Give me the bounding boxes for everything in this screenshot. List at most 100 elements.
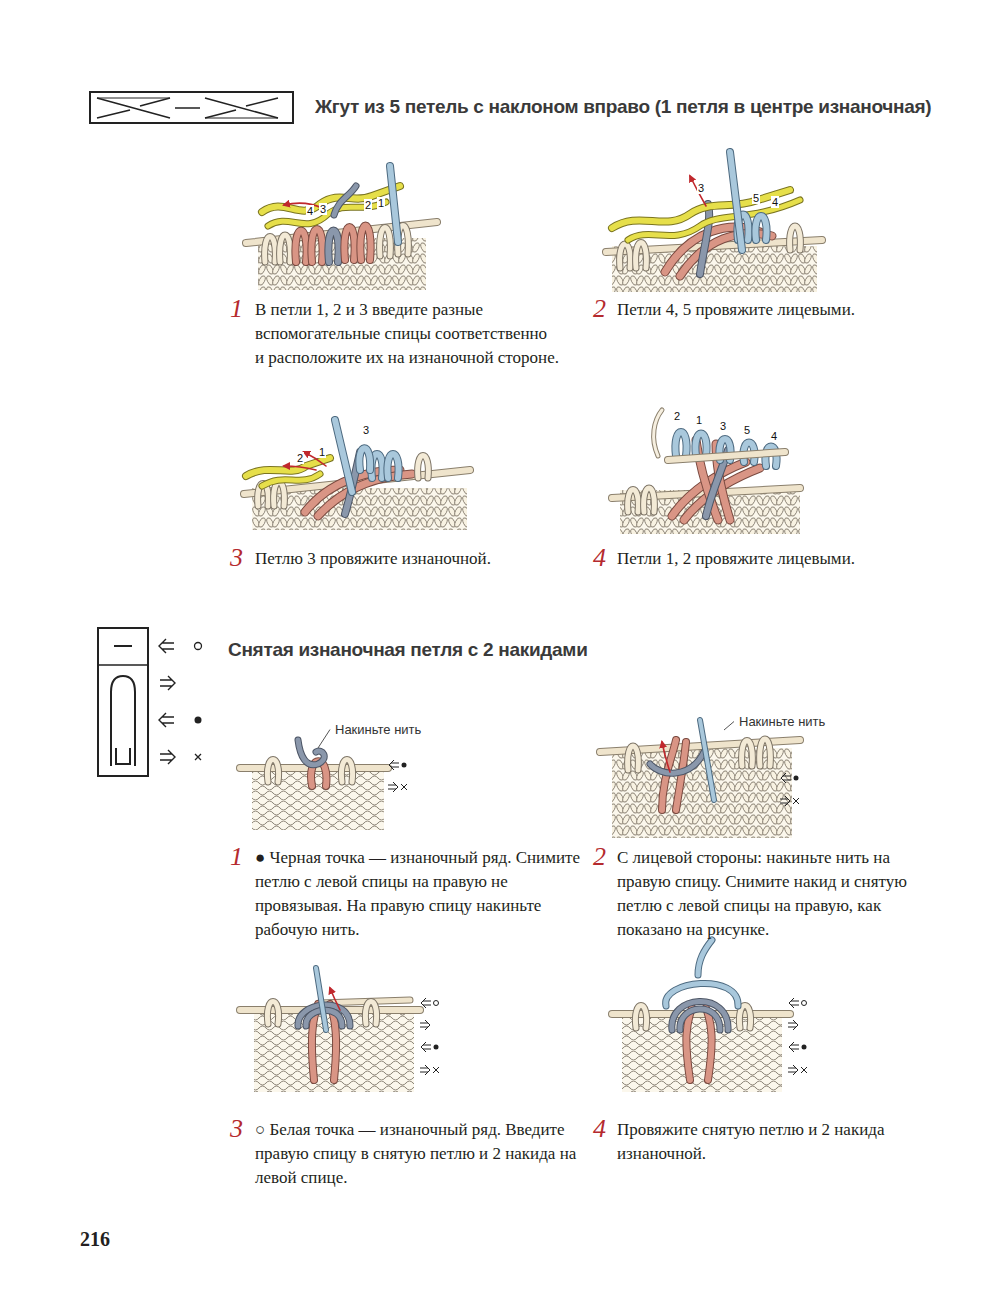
knitting-illustration-part-part bbox=[666, 983, 738, 1006]
knitting-illustration-part-part bbox=[654, 410, 662, 456]
knitting-illustration-part bbox=[388, 782, 398, 792]
knitting-illustration-part-part bbox=[730, 152, 742, 250]
knitting-illustration-part bbox=[434, 1045, 439, 1050]
knitting-illustration-part-part bbox=[672, 1001, 728, 1030]
knitting-illustration-part-part bbox=[316, 968, 326, 1030]
knitting-illustration-part-part bbox=[742, 741, 753, 767]
knitting-illustration-part-part bbox=[644, 488, 655, 512]
knitting-illustration-part-part bbox=[341, 760, 352, 783]
knitting-illustration bbox=[244, 420, 470, 530]
knitting-illustration-part-part bbox=[311, 229, 322, 262]
knitting-illustration-part-part bbox=[700, 720, 714, 800]
knitting-illustration-part-part bbox=[284, 466, 316, 470]
knitting-illustration-part-part bbox=[262, 474, 320, 486]
knitting-illustration-part-part bbox=[335, 420, 352, 492]
callout-number: 3 bbox=[362, 424, 370, 436]
callout-number: 1 bbox=[318, 446, 326, 458]
callout-number: 1 bbox=[377, 197, 385, 209]
knitting-illustration-part-part bbox=[262, 474, 320, 486]
step-number: 1 bbox=[230, 844, 243, 870]
knitting-illustration-part-part bbox=[650, 752, 704, 773]
callout-number: 1 bbox=[695, 414, 703, 426]
instruction-text: В петли 1, 2 и 3 введите разные вспомога… bbox=[255, 298, 560, 370]
leader-line bbox=[318, 730, 330, 749]
knitting-illustration-part-part bbox=[700, 204, 709, 274]
knitting-illustration-part bbox=[434, 1001, 439, 1006]
knitting-illustration-part bbox=[421, 998, 431, 1008]
callout-number: 5 bbox=[743, 424, 751, 436]
knitting-illustration-part-part bbox=[680, 1009, 720, 1030]
knitting-illustration-part-part bbox=[620, 244, 631, 268]
knitting-illustration-part-part bbox=[700, 720, 714, 800]
knitting-illustration-part-part bbox=[359, 448, 370, 470]
knitting-illustration-part-part bbox=[418, 456, 429, 479]
knitting-illustration-part bbox=[628, 720, 771, 810]
knitting-illustration-part bbox=[780, 796, 790, 806]
section-heading: Жгут из 5 петель с наклоном вправо (1 пе… bbox=[315, 95, 931, 119]
knitting-illustration bbox=[612, 940, 807, 1092]
knitting-illustration-part-part bbox=[359, 448, 370, 470]
knitting-illustration-part bbox=[420, 1065, 430, 1075]
knitting-illustration-part-part bbox=[755, 216, 766, 240]
knitting-illustration-part bbox=[433, 1067, 439, 1073]
knitting-illustration-part-part bbox=[668, 452, 785, 460]
instruction-text: С лицевой стороны: накиньте нить на прав… bbox=[617, 846, 907, 942]
knitting-illustration bbox=[246, 166, 437, 290]
knitting-illustration-part-part bbox=[344, 227, 354, 260]
knitting-illustration bbox=[606, 152, 822, 292]
knitting-illustration-part bbox=[789, 998, 799, 1008]
callout-number: 3 bbox=[319, 203, 327, 215]
knitting-illustration-part-part bbox=[274, 482, 285, 506]
knitting-illustration-part bbox=[788, 1065, 798, 1075]
knitting-illustration-part-part bbox=[265, 237, 276, 263]
callout-number: 2 bbox=[364, 199, 372, 211]
knitting-illustration-part-part bbox=[706, 1008, 712, 1080]
step-number: 4 bbox=[593, 1116, 606, 1142]
knitting-illustration-part-part bbox=[311, 229, 322, 262]
instruction-text: ○ Белая точка — изнаночный ряд. Введите … bbox=[255, 1118, 590, 1190]
cable-chart-symbol bbox=[90, 92, 293, 123]
knitting-illustration-part-part bbox=[739, 1006, 750, 1029]
knitting-illustration-part-part bbox=[654, 410, 662, 456]
slip-stitch-chart-symbol-part bbox=[98, 664, 148, 666]
knitting-illustration-part-part bbox=[695, 434, 706, 457]
knitting-illustration-part-part bbox=[628, 746, 639, 770]
knitting-illustration-part-part bbox=[341, 760, 352, 783]
knitting-illustration-part-part bbox=[790, 226, 801, 250]
knitting-illustration-part-part bbox=[628, 746, 639, 770]
knitting-illustration-part-part bbox=[330, 988, 340, 1010]
knitting-illustration-part-part bbox=[280, 235, 291, 262]
knitting-illustration-part-part bbox=[387, 454, 398, 478]
knitting-illustration-part-part bbox=[662, 742, 670, 772]
knitting-illustration-part-part bbox=[635, 1006, 646, 1029]
step-number: 2 bbox=[593, 296, 606, 322]
knitting-illustration-part bbox=[802, 1045, 807, 1050]
knitting-illustration-part-part bbox=[328, 231, 338, 263]
knitting-illustration-part-part bbox=[698, 940, 712, 975]
callout-number: 3 bbox=[719, 420, 727, 432]
knitting-illustration-part bbox=[612, 152, 800, 276]
callout-number: 2 bbox=[673, 410, 681, 422]
knitting-illustration-part-part bbox=[267, 1002, 278, 1025]
knitting-illustration bbox=[600, 720, 800, 838]
knitting-illustration-part-part bbox=[335, 420, 352, 492]
slip-stitch-chart-symbol-part bbox=[195, 643, 202, 650]
knitting-illustration-part-part bbox=[265, 237, 276, 263]
knitting-illustration-part-part bbox=[267, 760, 278, 783]
slip-stitch-chart-symbol-part bbox=[195, 717, 202, 724]
knitting-illustration-part-part bbox=[344, 227, 354, 260]
knitting-illustration bbox=[240, 968, 439, 1092]
knitting-illustration-part-part bbox=[365, 1002, 376, 1025]
slip-stitch-chart-symbol-part bbox=[159, 713, 174, 727]
knitting-illustration-part-part bbox=[360, 226, 370, 261]
knitting-illustration-part-part bbox=[739, 1006, 750, 1029]
slip-stitch-chart-symbol-part bbox=[98, 628, 148, 776]
cable-chart-symbol-part bbox=[90, 92, 293, 123]
instruction-text: Петлю 3 провяжите изнаночной. bbox=[255, 547, 575, 571]
step-number: 2 bbox=[593, 844, 606, 870]
knitting-illustration-part-part bbox=[760, 739, 771, 766]
step-number: 1 bbox=[230, 296, 243, 322]
knitting-illustration-part-part bbox=[267, 760, 278, 783]
knitting-illustration-part-part bbox=[274, 482, 285, 506]
callout-number: 4 bbox=[771, 196, 779, 208]
